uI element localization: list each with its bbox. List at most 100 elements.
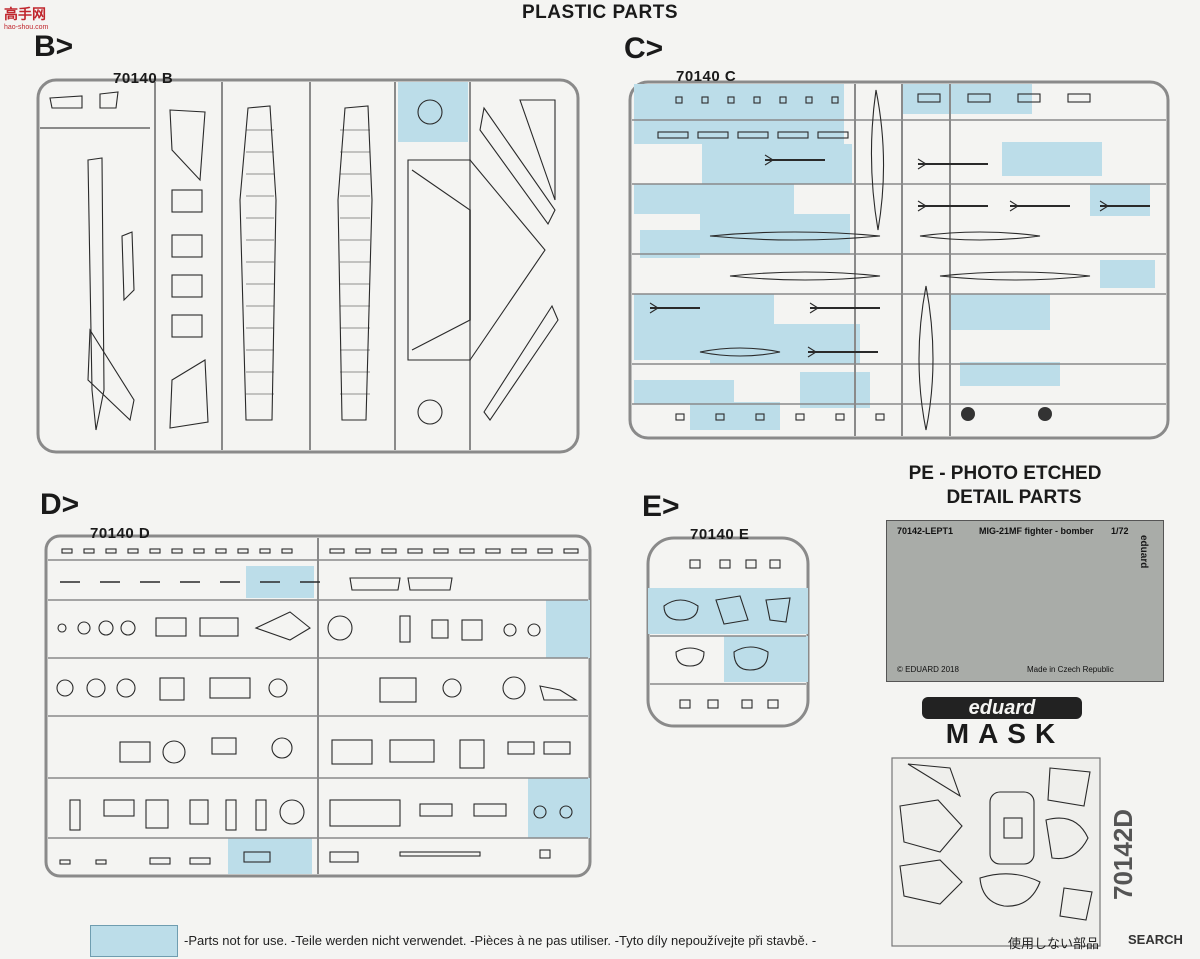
sprue-c-small-part — [917, 93, 941, 103]
sprue-d-round-part — [279, 799, 305, 825]
sprue-e-unused-area — [648, 588, 808, 634]
sprue-c-unused-area — [700, 214, 850, 254]
sprue-b-label: B> — [34, 30, 74, 63]
mask-cutout — [1059, 887, 1093, 921]
pe-aircraft: MIG-21MF fighter - bomber — [979, 526, 1094, 536]
sprue-b-part — [169, 109, 206, 182]
sprue-c-small-part — [755, 413, 765, 421]
sprue-c-part — [939, 271, 1091, 281]
sprue-b-ring — [417, 399, 443, 425]
sprue-d-part — [145, 799, 169, 829]
sprue-e-label: E> — [642, 490, 680, 523]
sprue-d-frame — [44, 534, 592, 878]
sprue-c-fin — [649, 302, 660, 314]
sprue-c-unused-area — [902, 84, 1032, 114]
sprue-e-code: 70140 E — [690, 526, 750, 543]
sprue-c-fin — [807, 346, 818, 358]
sprue-b-part — [87, 328, 135, 422]
sprue-e-small-part — [741, 699, 753, 709]
sprue-e-canopy — [715, 595, 749, 625]
sprue-e-canopy — [675, 647, 705, 667]
sprue-b-part — [87, 157, 105, 431]
sprue-c-small-part — [675, 96, 683, 104]
sprue-b-ring — [417, 99, 443, 125]
legend-text: -Parts not for use. -Teile werden nicht … — [184, 933, 817, 948]
sprue-c-unused-area — [702, 144, 852, 184]
sprue-c-small-part — [1067, 93, 1091, 103]
sprue-d-round-part — [116, 678, 136, 698]
sprue-c-unused-area — [634, 184, 794, 214]
sprue-c-unused-area — [1090, 184, 1150, 216]
sprue-e-canopy — [765, 597, 791, 623]
sprue-d-part — [329, 851, 359, 863]
mask-cutout — [989, 791, 1035, 865]
sprue-b-fuselage-right — [337, 105, 373, 421]
sprue-d-round-part — [268, 678, 288, 698]
sprue-b-lower-wing — [407, 159, 546, 361]
sprue-b-part — [171, 234, 203, 258]
sprue-c-unused-area — [634, 84, 844, 120]
mask-sheet — [891, 757, 1101, 947]
sprue-e-small-part — [719, 559, 731, 569]
sprue-c-small-part — [831, 96, 839, 104]
sprue-b-detail — [411, 169, 471, 351]
sprue-b-part — [479, 106, 556, 226]
sprue-d-part — [254, 611, 311, 641]
sprue-d-round-part — [98, 620, 114, 636]
sprue-d-small-part — [171, 548, 183, 554]
pe-title-line1: PE - PHOTO ETCHED — [908, 463, 1102, 484]
sprue-d-part — [155, 617, 187, 637]
pe-origin: Made in Czech Republic — [1027, 665, 1114, 674]
sprue-d-unused-area — [528, 778, 590, 838]
sprue-c-frame — [628, 80, 1170, 440]
sprue-c-unused-area — [1100, 260, 1155, 288]
site-watermark-url: hao-shou.com — [4, 24, 49, 31]
sprue-d-round-part — [56, 679, 74, 697]
sprue-e-small-part — [707, 699, 719, 709]
sprue-c-unused-area — [800, 372, 870, 408]
sprue-c-small-part — [715, 413, 725, 421]
mask-brand-logo: eduard — [922, 697, 1082, 719]
sprue-c-wheel — [961, 407, 975, 421]
sprue-d-part — [379, 677, 417, 703]
sprue-d-round-part — [162, 740, 186, 764]
sprue-c-small-part — [805, 96, 813, 104]
sprue-d-part — [209, 677, 251, 699]
sprue-d-part — [329, 799, 401, 827]
sprue-d-round-part — [527, 623, 541, 637]
sprue-c-fin — [1099, 200, 1110, 212]
sprue-d-small-part — [127, 548, 139, 554]
sprue-e-small-part — [679, 699, 691, 709]
sprue-b-part — [171, 274, 203, 298]
sprue-c-unused-area — [960, 362, 1060, 386]
sprue-d-small-part — [459, 548, 475, 554]
sprue-c-small-part — [817, 131, 849, 139]
mask-cutout — [1045, 817, 1089, 860]
sprue-e-small-part — [689, 559, 701, 569]
sprue-d-small-part — [61, 548, 73, 554]
sprue-c-small-part — [753, 96, 761, 104]
sprue-b-part — [483, 304, 559, 421]
sprue-d-small-part — [433, 548, 449, 554]
mask-cutout — [979, 873, 1041, 907]
sprue-d-part — [159, 677, 185, 701]
mask-word: MASK — [945, 718, 1065, 749]
sprue-c-small-part — [967, 93, 991, 103]
sprue-c-fin — [917, 158, 928, 170]
sprue-c-part — [699, 347, 781, 357]
sprue-e-canopy — [733, 646, 769, 671]
mask-cutout — [1003, 817, 1023, 839]
sprue-d-code: 70140 D — [90, 525, 151, 542]
sprue-d-part — [189, 799, 209, 825]
sprue-b-part — [121, 231, 135, 302]
pe-title-line2: DETAIL PARTS — [946, 487, 1082, 508]
sprue-c-drop-tank — [870, 89, 885, 231]
sprue-d-small-part — [83, 548, 95, 554]
sprue-e-canopy — [663, 599, 699, 621]
mask-cutout — [907, 763, 962, 798]
sprue-c-small-part — [875, 413, 885, 421]
sprue-c-small-part — [777, 131, 809, 139]
sprue-c-small-part — [701, 96, 709, 104]
sprue-c-wheel — [1038, 407, 1052, 421]
